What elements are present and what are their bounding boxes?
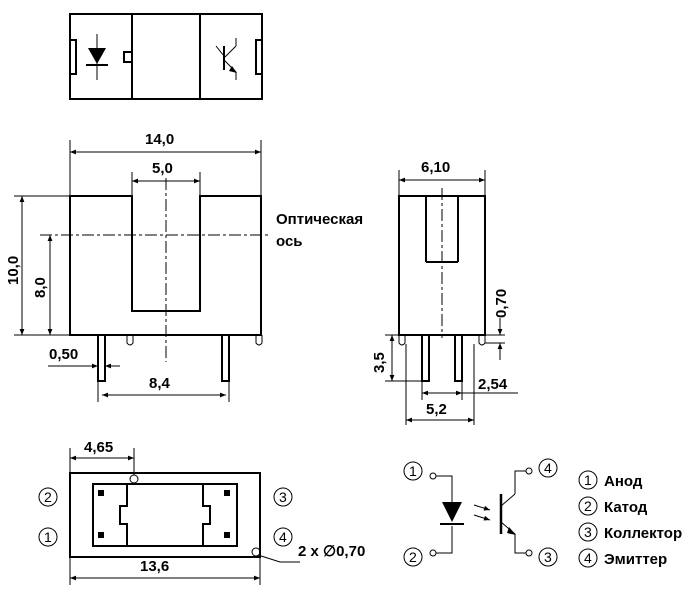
schematic: 1 2 4 3 bbox=[403, 458, 558, 567]
bottom-view: 4,65 13,6 2 x ∅0,70 2 1 3 4 bbox=[38, 439, 365, 585]
bottom-pin-4: 4 bbox=[279, 529, 287, 545]
transistor-symbol-top bbox=[215, 38, 237, 80]
legend-label-anode: Анод bbox=[604, 473, 643, 490]
dim-holes: 2 x ∅0,70 bbox=[298, 543, 365, 560]
legend-label-cathode: Катод bbox=[604, 499, 648, 516]
dim-side-070: 0,70 bbox=[493, 289, 510, 318]
dim-slot-5: 5,0 bbox=[152, 160, 173, 177]
side-view: 6,10 0,70 3,5 2,54 5,2 bbox=[371, 159, 518, 425]
dim-side-610: 6,10 bbox=[421, 159, 450, 176]
dim-side-52: 5,2 bbox=[426, 401, 447, 418]
diode-symbol-top bbox=[86, 34, 108, 80]
schem-pin-1: 1 bbox=[409, 463, 417, 479]
optical-axis-label: Оптическая bbox=[276, 211, 363, 228]
dim-side-35: 3,5 bbox=[371, 352, 388, 373]
dim-width-14: 14,0 bbox=[145, 131, 174, 148]
legend-label-collector: Коллектор bbox=[604, 525, 682, 542]
pin-legend: 1 Анод 2 Катод 3 Коллектор 4 Эмиттер bbox=[578, 470, 682, 568]
dim-height-8: 8,0 bbox=[32, 277, 49, 298]
dim-side-254: 2,54 bbox=[478, 376, 508, 393]
schem-pin-2: 2 bbox=[409, 549, 417, 565]
bottom-pin-2: 2 bbox=[44, 489, 52, 505]
legend-num-3: 3 bbox=[584, 524, 592, 540]
bottom-pin-1: 1 bbox=[44, 529, 52, 545]
top-view bbox=[69, 13, 263, 100]
legend-num-2: 2 bbox=[584, 498, 592, 514]
dim-pin-050: 0,50 bbox=[49, 346, 78, 363]
schem-pin-4: 4 bbox=[544, 460, 552, 476]
legend-label-emitter: Эмиттер bbox=[604, 551, 667, 568]
led-symbol-icon bbox=[442, 502, 462, 522]
bottom-pin-3: 3 bbox=[279, 489, 287, 505]
schem-pin-3: 3 bbox=[544, 549, 552, 565]
dim-height-10: 10,0 bbox=[5, 256, 22, 285]
optical-axis-label-2: ось bbox=[276, 233, 303, 250]
legend-num-4: 4 bbox=[584, 550, 592, 566]
dim-pitch-84: 8,4 bbox=[149, 375, 171, 392]
dim-bottom-465: 4,65 bbox=[84, 439, 113, 456]
dim-bottom-136: 13,6 bbox=[140, 558, 169, 575]
front-view: 14,0 5,0 10,0 8,0 0,50 8,4 Оптическая ос… bbox=[5, 131, 363, 402]
legend-num-1: 1 bbox=[584, 472, 592, 488]
